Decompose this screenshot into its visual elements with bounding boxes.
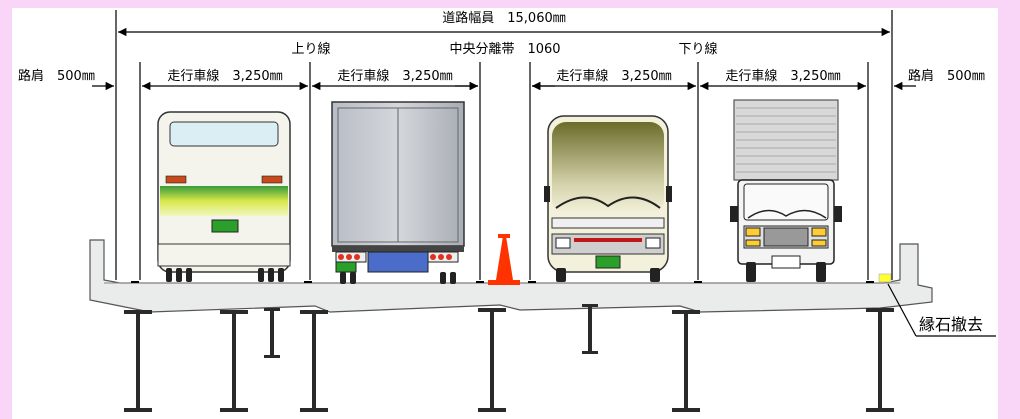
lane-2-label: 走行車線 3,250㎜ (337, 68, 452, 84)
girder (866, 308, 894, 412)
median-label: 中央分離帯 1060 (449, 42, 560, 57)
curb-removal-callout: 縁石撤去 (878, 273, 996, 337)
girders (124, 304, 894, 412)
dimension-labels: 道路幅員 15,060㎜ 上り線 中央分離帯 1060 下り線 走行車線 3,2… (18, 8, 985, 84)
up-line-label: 上り線 (291, 41, 330, 57)
truck-rear-icon (331, 101, 465, 284)
traffic-cone-icon (488, 234, 520, 285)
bus-front-icon (544, 115, 672, 282)
girder (300, 310, 328, 412)
girder (220, 310, 248, 412)
lane-1-label: 走行車線 3,250㎜ (167, 68, 282, 84)
down-line-label: 下り線 (678, 41, 717, 57)
road-width-label: 道路幅員 15,060㎜ (442, 10, 566, 26)
lane-3-label: 走行車線 3,250㎜ (556, 68, 671, 84)
lane-4-label: 走行車線 3,250㎜ (725, 68, 840, 84)
curb-removal-label: 縁石撤去 (919, 315, 983, 334)
girder (124, 310, 152, 412)
dimension-lines (92, 27, 916, 91)
girder (264, 308, 280, 358)
shoulder-left-label: 路肩 500㎜ (18, 68, 95, 84)
lane-markings (131, 281, 874, 283)
diagram-frame: 道路幅員 15,060㎜ 上り線 中央分離帯 1060 下り線 走行車線 3,2… (12, 8, 998, 419)
girder (672, 310, 700, 412)
curb-marker (878, 273, 892, 283)
bus-rear-icon (157, 111, 291, 282)
road-cross-section: 道路幅員 15,060㎜ 上り線 中央分離帯 1060 下り線 走行車線 3,2… (18, 8, 996, 412)
girder (478, 308, 506, 412)
shoulder-right-label: 路肩 500㎜ (908, 68, 985, 84)
girder (582, 304, 598, 354)
truck-front-icon (730, 99, 842, 282)
extension-lines (115, 10, 893, 280)
